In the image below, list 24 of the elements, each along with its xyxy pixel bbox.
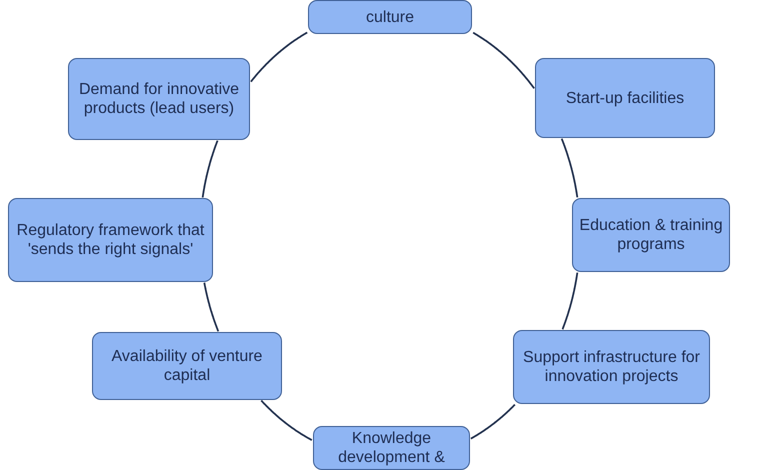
connector-line bbox=[260, 400, 312, 441]
process-box bbox=[92, 332, 282, 400]
box-label: Demand for innovative products (lead users) bbox=[78, 80, 240, 118]
process-box bbox=[308, 0, 472, 34]
connector-line bbox=[203, 282, 220, 332]
box-label: Availability of venture capital bbox=[110, 347, 264, 385]
connector-line bbox=[560, 138, 578, 198]
process-box bbox=[313, 426, 470, 470]
process-box bbox=[68, 58, 250, 140]
box-label: Support infrastructure for innovation projects bbox=[522, 348, 701, 386]
process-box bbox=[535, 58, 715, 138]
box-label: Education & training programs bbox=[579, 216, 723, 254]
connector-line bbox=[250, 32, 308, 82]
connector-line bbox=[472, 32, 535, 89]
connector-line bbox=[562, 272, 578, 330]
connector-line bbox=[470, 404, 516, 440]
process-box bbox=[572, 198, 730, 272]
box-label: culture bbox=[366, 8, 414, 26]
box-label: Start-up facilities bbox=[566, 88, 684, 108]
process-box bbox=[8, 198, 213, 282]
connector-line bbox=[202, 140, 218, 198]
box-label: Knowledge development & bbox=[337, 429, 446, 467]
process-box bbox=[513, 330, 710, 404]
box-label: Regulatory framework that 'sends the right signals' bbox=[16, 221, 206, 259]
